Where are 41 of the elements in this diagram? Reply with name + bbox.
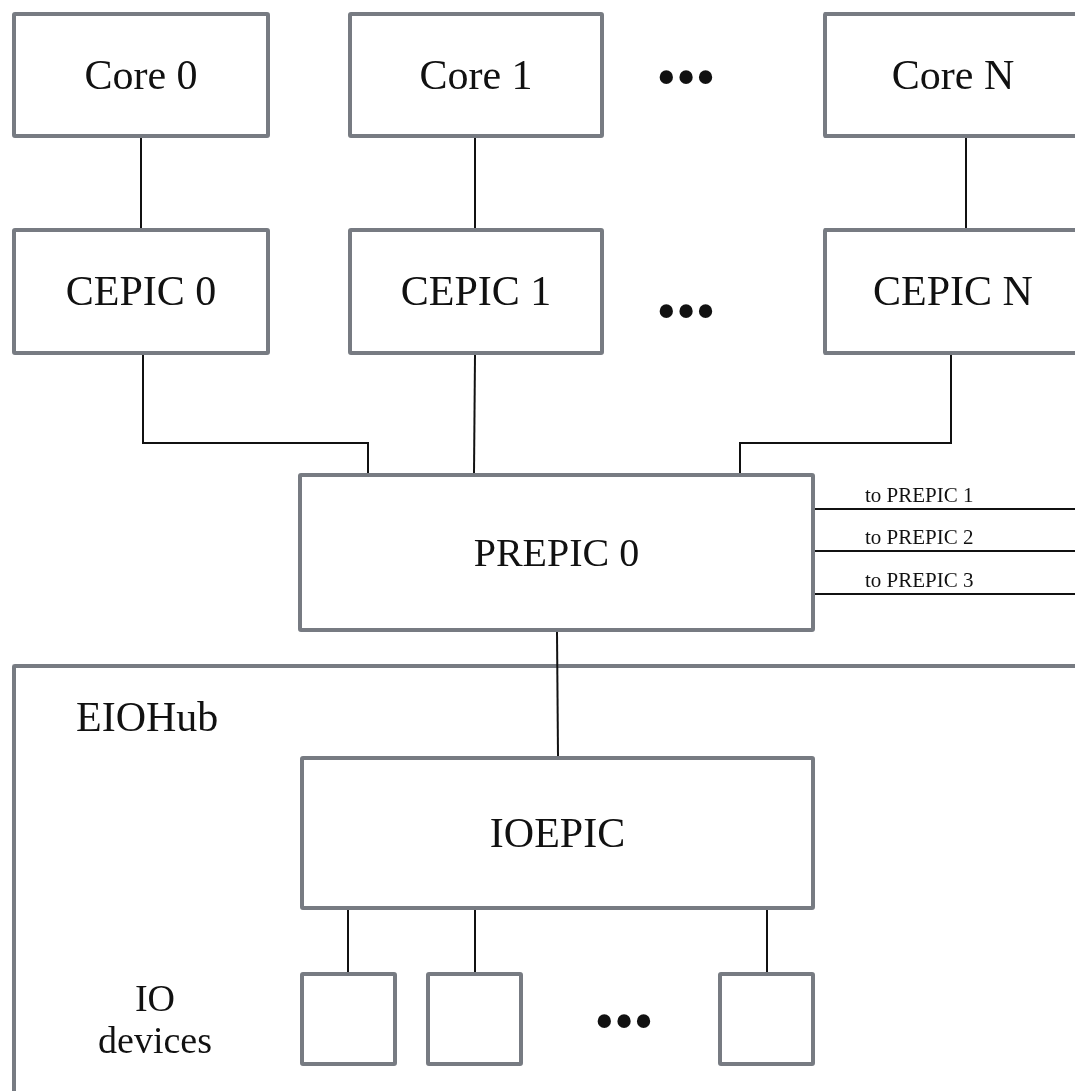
device-box bbox=[426, 972, 523, 1066]
edge-label: to PREPIC 2 bbox=[865, 527, 974, 548]
hub-frame bbox=[12, 664, 1075, 1091]
connector-line bbox=[766, 909, 768, 973]
connector-line bbox=[474, 909, 476, 973]
box-label: Core 1 bbox=[419, 51, 533, 99]
component-box bbox=[298, 473, 815, 632]
box-label: PREPIC 0 bbox=[473, 530, 640, 575]
box-label: Core 0 bbox=[84, 51, 198, 99]
ellipsis-mark: ••• bbox=[656, 47, 716, 109]
device-box bbox=[300, 972, 397, 1066]
component-box bbox=[823, 228, 1075, 355]
connector-line bbox=[965, 137, 967, 229]
connector-line bbox=[814, 550, 1075, 552]
ellipsis-mark: ••• bbox=[656, 281, 716, 343]
connector-line bbox=[142, 354, 369, 474]
component-box bbox=[12, 12, 270, 138]
component-box bbox=[823, 12, 1075, 138]
component-box bbox=[300, 756, 815, 910]
connector-line bbox=[556, 631, 559, 757]
connector-line bbox=[347, 909, 349, 973]
component-box bbox=[348, 12, 604, 138]
box-label: CEPIC N bbox=[873, 268, 1033, 315]
connector-line bbox=[473, 354, 476, 474]
box-label: Core N bbox=[891, 51, 1015, 99]
edge-label: to PREPIC 3 bbox=[865, 570, 974, 591]
box-label: CEPIC 1 bbox=[400, 268, 552, 315]
edge-label: to PREPIC 1 bbox=[865, 485, 974, 506]
connector-line bbox=[474, 137, 476, 229]
group-label: IO devices bbox=[97, 978, 213, 1062]
connector-line bbox=[814, 508, 1075, 510]
component-box bbox=[12, 228, 270, 355]
connector-line bbox=[739, 354, 952, 474]
box-label: CEPIC 0 bbox=[65, 268, 217, 315]
group-title: EIOHub bbox=[76, 694, 219, 741]
connector-line bbox=[140, 137, 142, 229]
device-box bbox=[718, 972, 815, 1066]
connector-line bbox=[814, 593, 1075, 595]
component-box bbox=[348, 228, 604, 355]
ellipsis-mark: ••• bbox=[594, 991, 654, 1053]
box-label: IOEPIC bbox=[489, 809, 626, 857]
